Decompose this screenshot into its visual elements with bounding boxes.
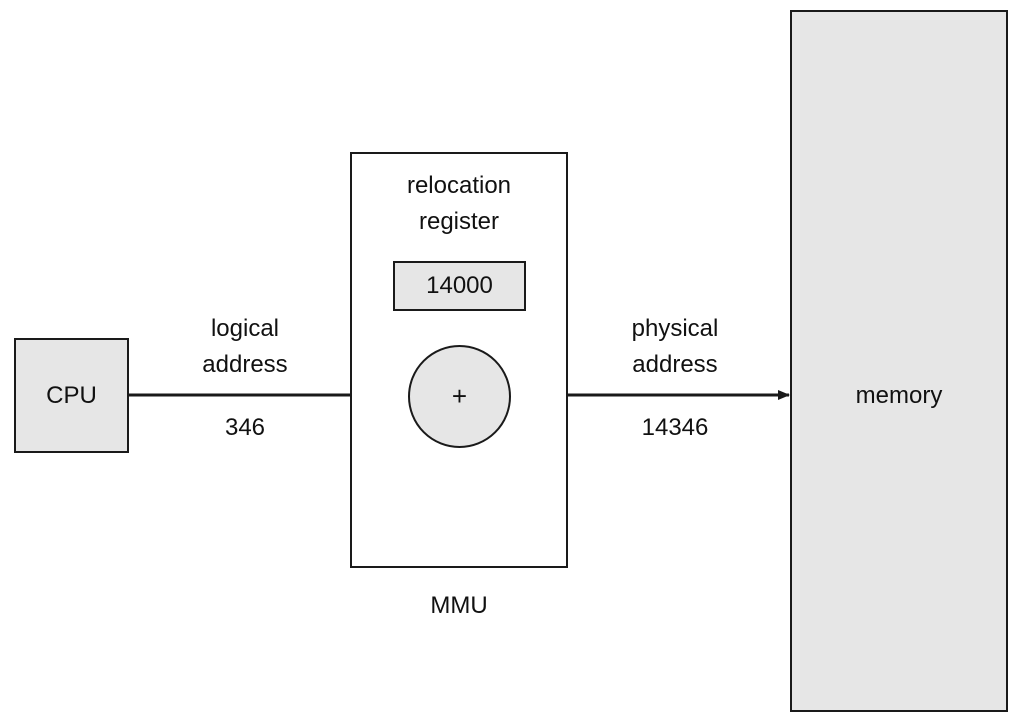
physical-address-label-line2: address xyxy=(632,351,718,378)
logical-address-label-line2: address xyxy=(202,351,288,378)
logical-address-value: 346 xyxy=(224,414,266,441)
relocation-register-box: 14000 xyxy=(393,261,526,311)
logical-address-label: logical address xyxy=(150,311,340,383)
cpu-box: CPU xyxy=(14,338,129,453)
physical-address-value: 14346 xyxy=(641,414,709,441)
memory-box: memory xyxy=(790,10,1008,712)
physical-address-label: physical address xyxy=(580,311,770,383)
cpu-label: CPU xyxy=(46,381,97,409)
relocation-register-title: relocation register xyxy=(350,168,568,240)
relocation-register-title-line2: register xyxy=(418,208,500,235)
plus-icon: + xyxy=(451,381,468,411)
relocation-register-value: 14000 xyxy=(426,272,493,299)
adder-circle: + xyxy=(408,345,511,448)
memory-label: memory xyxy=(855,382,943,409)
mmu-label: MMU xyxy=(430,592,488,619)
logical-address-label-line1: logical xyxy=(210,315,280,342)
relocation-register-title-line1: relocation xyxy=(406,172,512,199)
physical-address-label-line1: physical xyxy=(631,315,719,342)
